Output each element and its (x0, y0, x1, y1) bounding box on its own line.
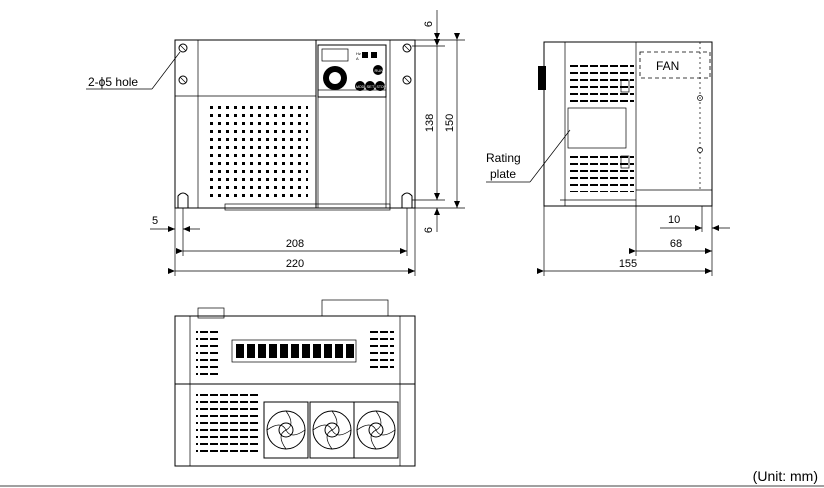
cooling-fan-icon (263, 401, 309, 459)
rating-plate-area (567, 107, 627, 149)
front-view: Hz A RUN MODE SET STOP (174, 39, 416, 211)
front-vertical-dimensions: 6 138 150 6 (412, 10, 465, 233)
bottom-notch-icon (177, 192, 189, 208)
dim-height-total: 150 (444, 114, 456, 132)
led-a-label: A (356, 56, 359, 61)
dim-depth-rear: 68 (670, 238, 682, 250)
led-hz-label: Hz (356, 51, 361, 56)
vent-grid (210, 102, 308, 198)
side-dimensions: 10 68 155 (537, 206, 730, 276)
dim-width-pitch: 208 (286, 238, 304, 250)
front-body-outline (174, 39, 416, 209)
stop-key-label: STOP (377, 85, 387, 89)
dim-bottom-gap: 6 (423, 227, 435, 233)
cooling-fan-icon (353, 401, 399, 459)
cooling-fan-icon (309, 401, 355, 459)
dim-width-total: 220 (286, 258, 304, 270)
rating-plate-callout: Rating plate (486, 129, 571, 183)
rating-label-line1: Rating (486, 151, 521, 165)
hole-callout: 2-ϕ5 hole (86, 51, 181, 90)
unit-label: (Unit: mm) (752, 468, 818, 484)
run-key-label: RUN (375, 68, 384, 73)
dim-fan-offset: 10 (668, 214, 680, 226)
operation-panel: Hz A RUN MODE SET STOP (317, 44, 387, 209)
dim-hole-margin: 5 (152, 215, 158, 227)
bottom-body-outline (174, 315, 416, 467)
mode-key-label: MODE (356, 85, 367, 89)
bottom-view (174, 299, 416, 467)
rating-label-line2: plate (490, 167, 516, 181)
mounting-hole-icon (178, 43, 412, 85)
fan-outline (639, 51, 711, 79)
side-body-outline (543, 41, 713, 207)
terminal-block (231, 339, 357, 363)
hole-label: 2-ϕ5 hole (88, 75, 138, 89)
dim-depth-total: 155 (619, 258, 637, 270)
dim-top-gap: 6 (423, 21, 435, 27)
dim-height-inner: 138 (424, 114, 436, 132)
side-view: FAN (538, 41, 713, 207)
front-horizontal-dimensions: 5 208 220 (150, 208, 416, 276)
fan-label: FAN (656, 59, 679, 73)
set-key-label: SET (367, 84, 375, 89)
